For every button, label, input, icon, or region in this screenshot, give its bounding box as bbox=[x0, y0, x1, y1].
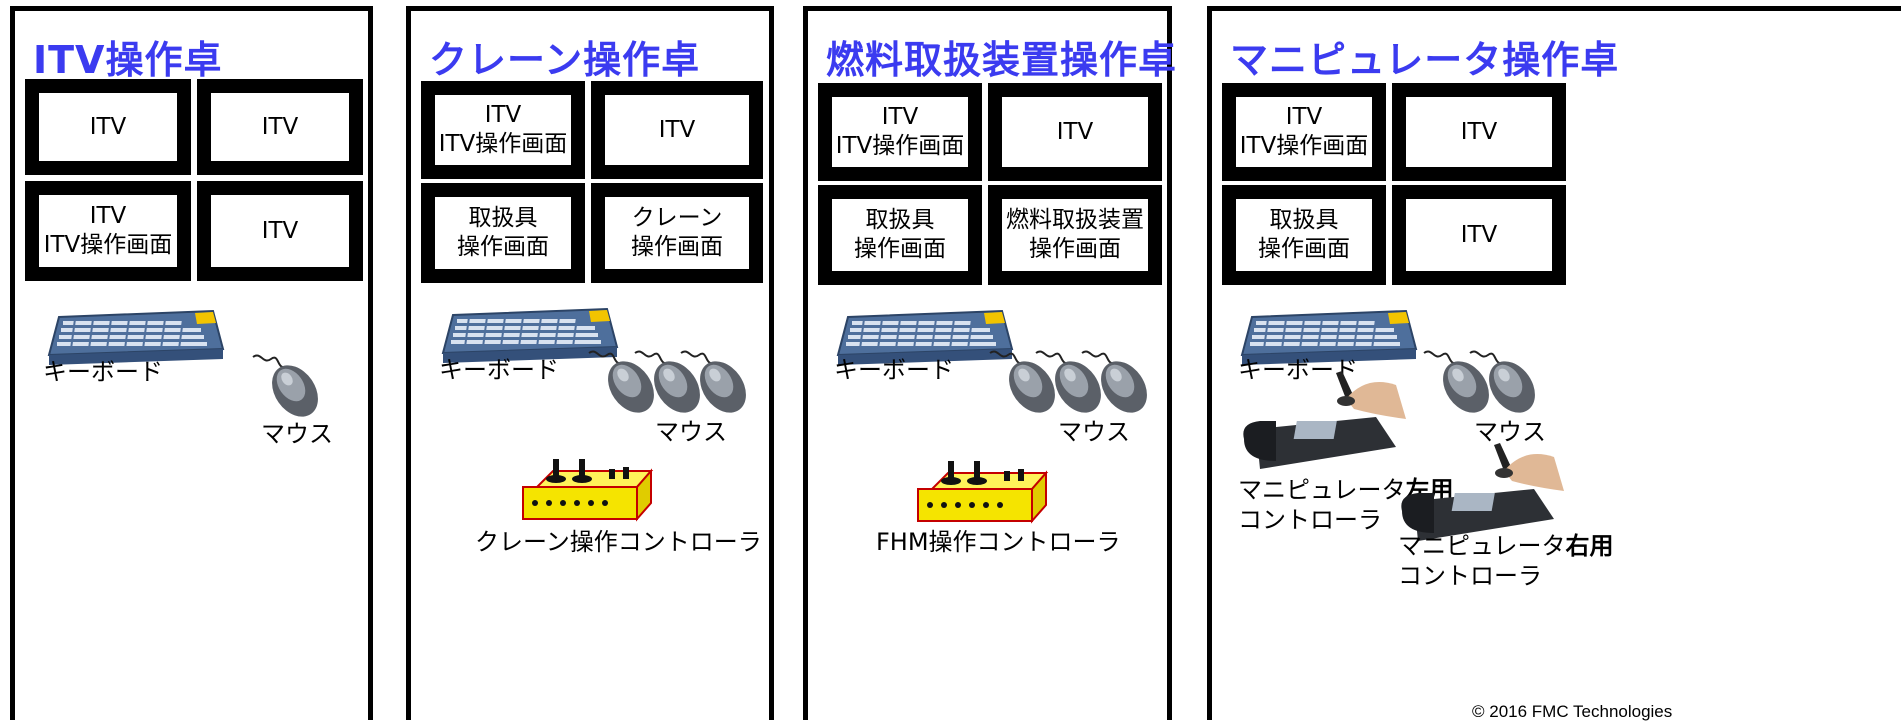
screen: ITV ITV操作画面 bbox=[421, 81, 585, 179]
manipulator-left-controller-icon bbox=[1243, 371, 1406, 469]
screen: 燃料取扱装置 操作画面 bbox=[988, 185, 1162, 285]
panel-title: 燃料取扱装置操作卓 bbox=[826, 38, 1178, 82]
copyright-text: © 2016 FMC Technologies bbox=[1472, 702, 1673, 721]
screen: ITV bbox=[25, 79, 191, 175]
screen: ITV bbox=[197, 79, 363, 175]
left-controller-prefix: マニピュレータ bbox=[1238, 476, 1406, 504]
controller-label: クレーン操作コントローラ bbox=[475, 528, 762, 556]
crane-controller-icon bbox=[522, 458, 652, 520]
left-controller-line2: コントローラ bbox=[1238, 506, 1382, 534]
crane-console-panel: クレーン操作卓 ITV ITV操作画面 ITV 取扱具 操作画面 クレーン 操作… bbox=[406, 6, 774, 720]
keyboard-label: キーボード bbox=[1238, 356, 1358, 384]
screen: ITV ITV操作画面 bbox=[1222, 83, 1386, 181]
mouse-icon bbox=[1469, 350, 1540, 417]
screen: ITV ITV操作画面 bbox=[818, 83, 982, 181]
fuel-handling-console-panel: 燃料取扱装置操作卓 ITV ITV操作画面 ITV 取扱具 操作画面 燃料取扱装… bbox=[803, 6, 1176, 720]
mouse-label: マウス bbox=[1474, 418, 1546, 446]
mouse-icon bbox=[252, 354, 323, 421]
screen: ITV bbox=[591, 81, 763, 179]
manipulator-right-controller-icon bbox=[1401, 443, 1564, 541]
panel-title: クレーン操作卓 bbox=[429, 38, 701, 82]
right-controller-side: 右用 bbox=[1565, 532, 1614, 560]
screen: ITV bbox=[1392, 185, 1566, 285]
panel-title: ITV操作卓 bbox=[33, 38, 223, 82]
controller-label: FHM操作コントローラ bbox=[876, 528, 1121, 556]
right-controller-prefix: マニピュレータ bbox=[1398, 532, 1566, 560]
screen: ITV bbox=[988, 83, 1162, 181]
screen: 取扱具 操作画面 bbox=[421, 183, 585, 283]
right-controller-line2: コントローラ bbox=[1398, 562, 1542, 590]
screen: 取扱具 操作画面 bbox=[818, 185, 982, 285]
right-controller-label: マニピュレータ右用 コントローラ bbox=[1398, 531, 1614, 591]
mouse-icon bbox=[680, 350, 751, 417]
keyboard-label: キーボード bbox=[439, 356, 559, 384]
mouse-label: マウス bbox=[261, 420, 333, 448]
screen: ITV bbox=[197, 181, 363, 281]
screen: クレーン 操作画面 bbox=[591, 183, 763, 283]
keyboard-label: キーボード bbox=[834, 356, 954, 384]
panel-title: マニピュレータ操作卓 bbox=[1230, 38, 1620, 82]
fhm-controller-icon bbox=[917, 460, 1047, 522]
mouse-label: マウス bbox=[1058, 418, 1130, 446]
screen: ITV bbox=[1392, 83, 1566, 181]
left-controller-label: マニピュレータ左用 コントローラ bbox=[1238, 475, 1454, 535]
screen: ITV ITV操作画面 bbox=[25, 181, 191, 281]
manipulator-console-panel: マニピュレータ操作卓 ITV ITV操作画面 ITV 取扱具 操作画面 ITV … bbox=[1207, 6, 1901, 720]
mouse-label: マウス bbox=[655, 418, 727, 446]
itv-console-panel: ITV操作卓 ITV ITV ITV ITV操作画面 ITV キーボード マウス bbox=[10, 6, 373, 720]
mouse-icon bbox=[1081, 350, 1152, 417]
screen: 取扱具 操作画面 bbox=[1222, 185, 1386, 285]
keyboard-label: キーボード bbox=[43, 358, 163, 386]
